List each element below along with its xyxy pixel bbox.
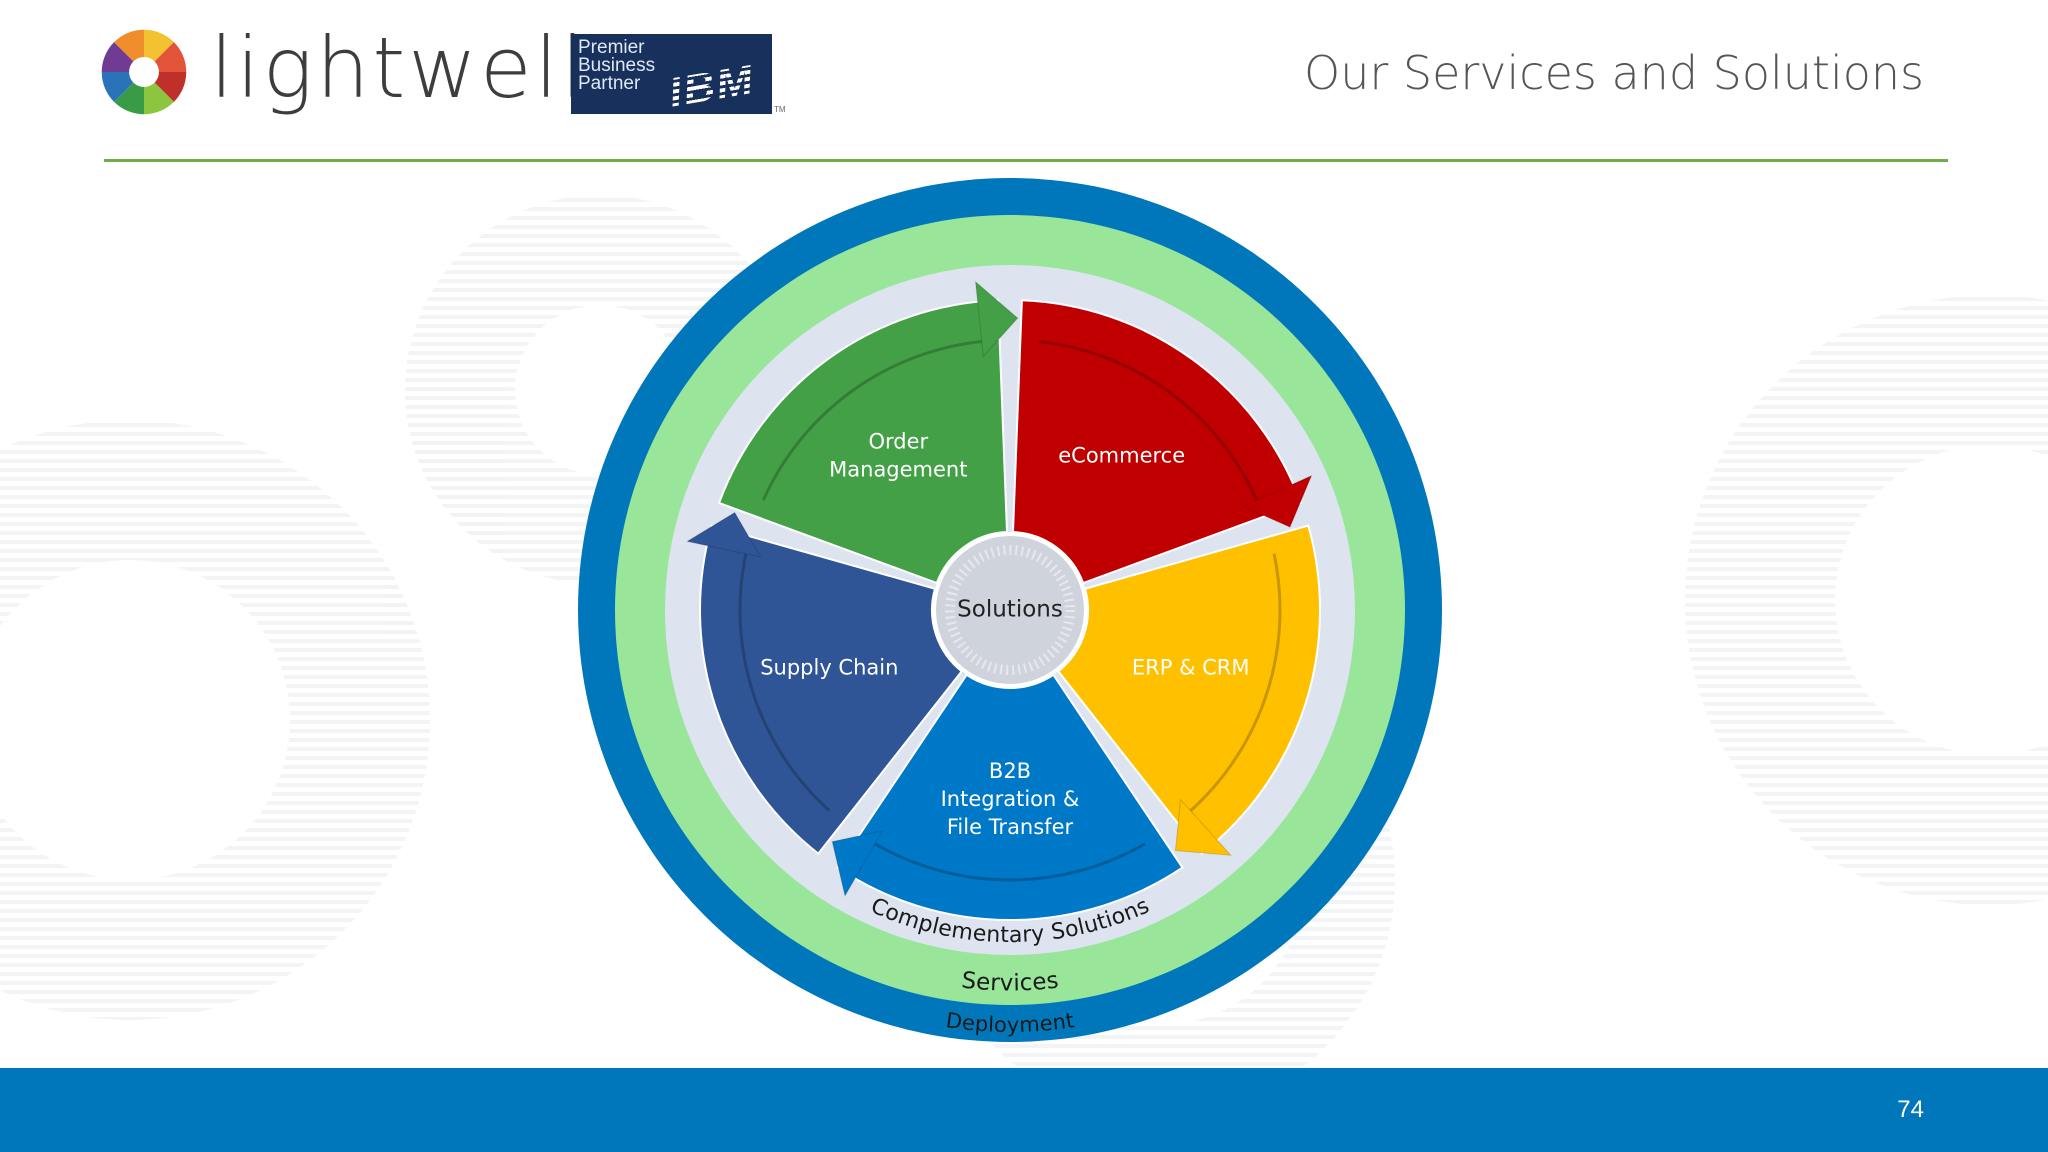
supply-chain-arrow-head-icon	[685, 511, 762, 558]
b2b-integration-label: B2B	[989, 759, 1031, 783]
order-management-arrow-head-icon	[974, 280, 1019, 358]
center-layer	[932, 532, 1088, 688]
title-divider	[104, 159, 1948, 162]
page-title: Our Services and Solutions	[1303, 46, 1924, 100]
ecommerce-arrow-head-icon	[1241, 474, 1313, 528]
b2b-integration-arrow-head-icon	[831, 830, 884, 898]
b2b-integration-arrow-arc	[862, 835, 1146, 882]
order-management-label: Order	[868, 429, 928, 453]
supply-chain-arrow-arc	[738, 539, 831, 812]
page-number: 74	[1897, 1096, 1924, 1123]
order-management-label: Management	[829, 457, 967, 481]
badge-line-business: Business	[578, 55, 656, 76]
b2b-integration-label: Integration &	[941, 787, 1080, 811]
footer-bar: 74	[0, 1068, 2048, 1152]
order-management-arrow-arc	[761, 338, 996, 501]
erp-crm-arrow-head-icon	[1174, 798, 1233, 856]
segments-layer	[685, 280, 1321, 921]
b2b-integration-label: File Transfer	[947, 815, 1074, 839]
trademark-mark: TM	[774, 105, 786, 114]
services-label-path: Services	[960, 967, 1060, 996]
ecommerce-label: eCommerce	[1058, 443, 1185, 467]
lightwell-logo-icon	[101, 29, 187, 115]
badge-line-partner: Partner	[578, 73, 641, 94]
ibm-logo: IBM	[669, 55, 755, 114]
brand-wordmark: lightwell	[210, 19, 588, 117]
services-label: Services	[960, 967, 1060, 996]
ibm-partner-badge: Premier Business Partner IBM	[571, 34, 772, 114]
solutions-hub-texture	[945, 545, 1075, 675]
solutions-hub	[932, 532, 1088, 688]
badge-line-premier: Premier	[578, 37, 645, 58]
ecommerce-arrow-arc	[1038, 339, 1264, 514]
erp-crm-arrow-arc	[1178, 553, 1282, 821]
erp-crm-label: ERP & CRM	[1132, 656, 1250, 680]
solutions-center-label: Solutions	[957, 597, 1063, 623]
supply-chain-label: Supply Chain	[760, 656, 898, 680]
